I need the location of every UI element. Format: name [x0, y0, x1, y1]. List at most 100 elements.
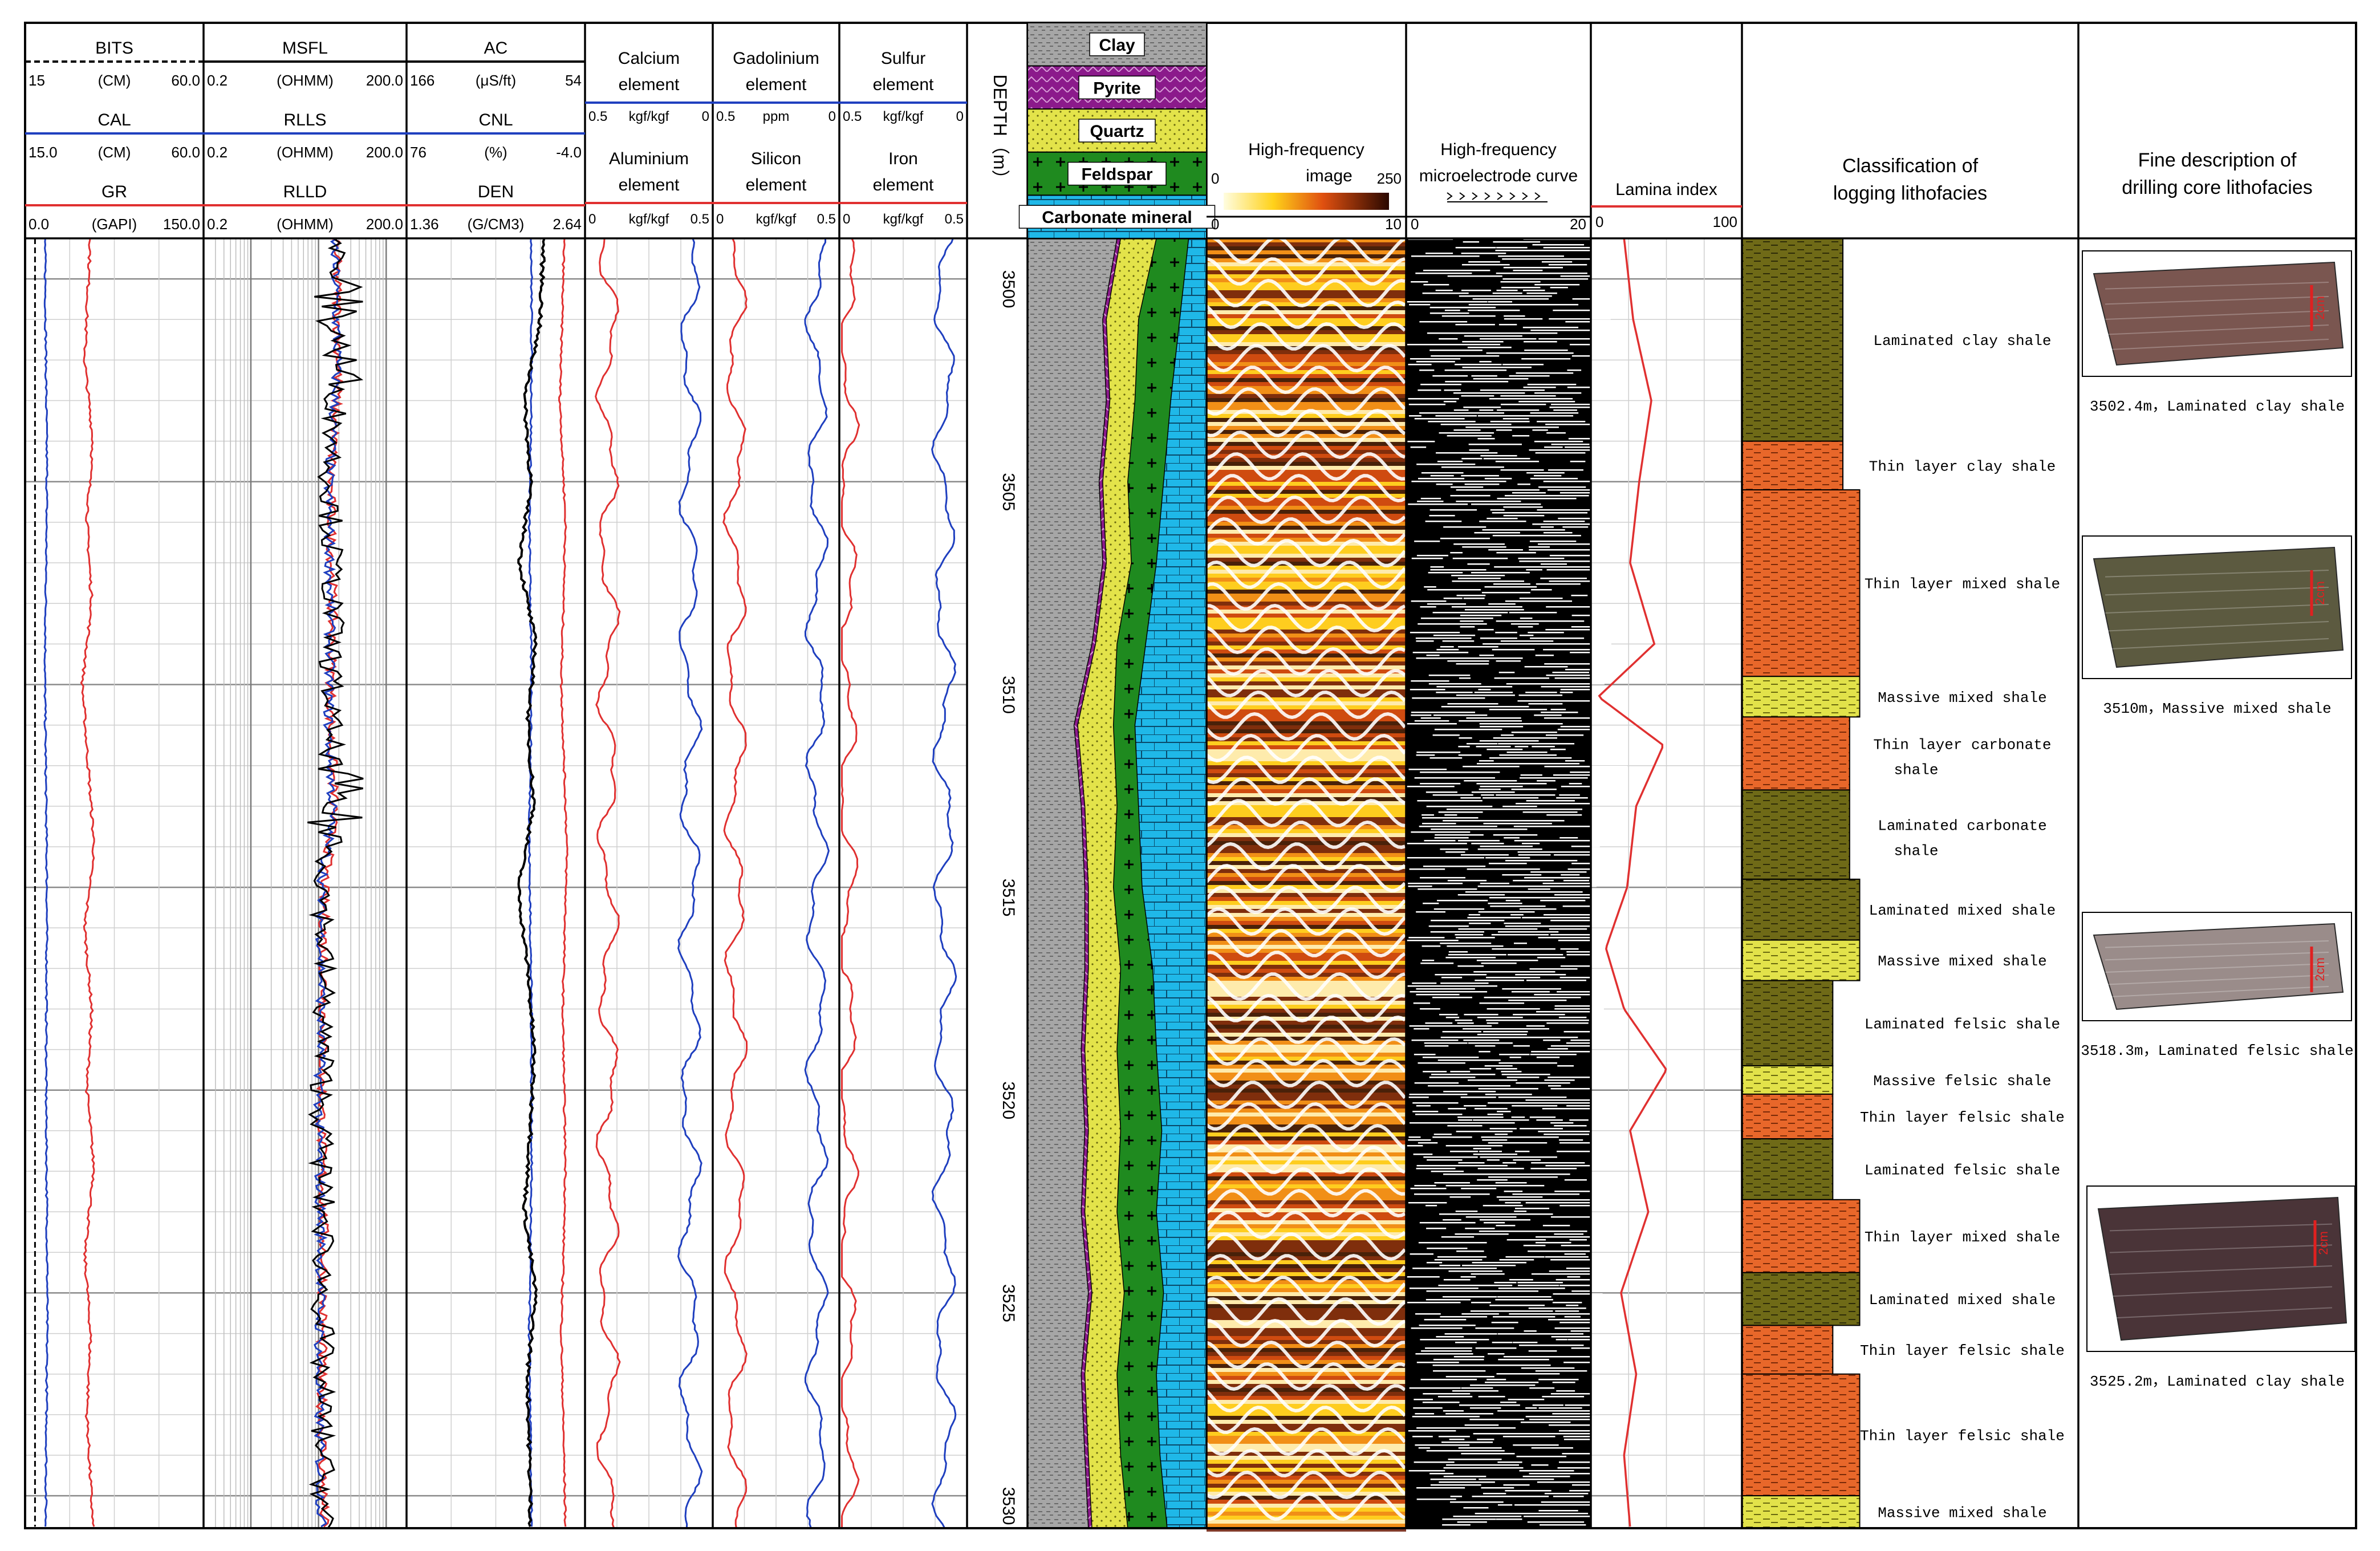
- lithofacies-block: [1741, 238, 1843, 442]
- micro-trace: [1418, 1447, 1430, 1449]
- micro-trace: [1571, 1290, 1597, 1292]
- image-band: [1207, 657, 1406, 661]
- micro-trace: [1553, 409, 1577, 411]
- image-band: [1207, 1156, 1406, 1160]
- micro-trace: [1474, 532, 1520, 534]
- lithofacies-block: [1741, 440, 1843, 491]
- image-band: [1207, 1316, 1406, 1320]
- micro-trace: [1497, 1028, 1533, 1030]
- micro-trace: [1426, 1450, 1469, 1452]
- micro-trace: [1570, 461, 1586, 462]
- micro-trace: [1441, 1442, 1493, 1443]
- micro-trace: [1481, 794, 1494, 796]
- micro-title: microelectrode curve: [1419, 167, 1578, 185]
- image-band: [1207, 1292, 1406, 1296]
- micro-trace: [1522, 843, 1540, 844]
- micro-trace: [1556, 1011, 1606, 1013]
- core-lamina: [2105, 570, 2329, 578]
- micro-trace: [1554, 854, 1591, 856]
- image-band: [1207, 270, 1406, 274]
- micro-trace: [1569, 1239, 1587, 1241]
- micro-trace: [1506, 586, 1536, 588]
- micro-trace: [1500, 404, 1546, 405]
- micro-trace: [1420, 384, 1462, 385]
- scale-min: 166: [410, 72, 434, 89]
- micro-trace: [1421, 945, 1441, 947]
- image-sinusoid: [1207, 603, 1406, 633]
- micro-trace: [1535, 452, 1586, 454]
- micro-trace: [1500, 1213, 1541, 1215]
- micro-trace: [1432, 375, 1468, 377]
- micro-trace: [1477, 1347, 1517, 1349]
- micro-trace: [1460, 620, 1484, 622]
- image-band: [1207, 1348, 1406, 1352]
- image-band: [1207, 1488, 1406, 1492]
- micro-trace: [1499, 1054, 1530, 1055]
- image-band: [1207, 1336, 1406, 1340]
- micro-trace: [1504, 837, 1520, 839]
- image-sinusoid: [1205, 1405, 1407, 1435]
- micro-trace: [1433, 714, 1488, 716]
- micro-trace: [1455, 247, 1496, 249]
- image-sinusoid: [1205, 1188, 1406, 1217]
- micro-trace: [1542, 1504, 1580, 1506]
- micro-trace: [1510, 914, 1524, 916]
- micro-trace: [1539, 840, 1595, 842]
- micro-trace: [1456, 937, 1495, 939]
- image-sinusoid: [1205, 885, 1407, 915]
- micro-trace: [1475, 1513, 1501, 1515]
- micro-trace: [1545, 1193, 1578, 1195]
- micro-trace: [1489, 1305, 1510, 1306]
- micro-trace: [1446, 321, 1468, 323]
- micro-trace: [1561, 786, 1605, 787]
- scale-max: 200.0: [366, 144, 403, 161]
- micro-trace: [1522, 1433, 1567, 1435]
- micro-trace: [1497, 498, 1549, 500]
- micro-trace: [1448, 301, 1488, 303]
- micro-trace: [1522, 1367, 1575, 1369]
- micro-trace: [1548, 1308, 1566, 1309]
- micro-trace: [1531, 1051, 1560, 1053]
- micro-trace: [1565, 1410, 1592, 1412]
- micro-trace: [1481, 963, 1517, 964]
- micro-trace: [1442, 1031, 1478, 1033]
- micro-trace: [1552, 1250, 1577, 1252]
- image-band: [1207, 290, 1406, 294]
- micro-trace: [1556, 512, 1588, 514]
- micro-trace: [1511, 247, 1528, 249]
- micro-trace: [1522, 298, 1549, 300]
- micro-trace: [1481, 692, 1513, 693]
- scale-unit: (OHMM): [277, 144, 334, 161]
- image-band: [1207, 1388, 1406, 1392]
- micro-trace: [1445, 697, 1485, 699]
- image-band: [1207, 426, 1406, 430]
- micro-trace: [1463, 1040, 1500, 1041]
- image-band: [1207, 1260, 1406, 1264]
- micro-trace: [1427, 472, 1444, 474]
- micro-trace: [1438, 618, 1484, 619]
- image-band: [1207, 330, 1406, 334]
- image-sinusoid: [1205, 647, 1406, 676]
- micro-trace: [1420, 1379, 1477, 1381]
- micro-trace: [1505, 860, 1559, 862]
- micro-trace: [1525, 692, 1557, 693]
- micro-trace: [1443, 598, 1463, 599]
- lithofacies-block: [1741, 980, 1834, 1067]
- micro-trace: [1457, 777, 1496, 779]
- image-band: [1207, 837, 1406, 841]
- micro-trace: [1561, 318, 1611, 320]
- micro-trace: [1471, 843, 1504, 844]
- micro-trace: [1531, 1447, 1573, 1449]
- micro-trace: [1454, 452, 1481, 454]
- micro-trace: [1435, 290, 1453, 291]
- micro-trace: [1563, 1216, 1591, 1218]
- micro-trace: [1527, 1521, 1585, 1523]
- micro-trace: [1548, 871, 1563, 873]
- lithofacies-label: Massive mixed shale: [1878, 953, 2046, 970]
- micro-trace: [1550, 749, 1566, 750]
- micro-trace: [1488, 723, 1508, 725]
- micro-trace: [1426, 1228, 1447, 1229]
- micro-trace: [1540, 1524, 1586, 1526]
- micro-trace: [1546, 860, 1578, 862]
- micro-trace: [1441, 977, 1463, 978]
